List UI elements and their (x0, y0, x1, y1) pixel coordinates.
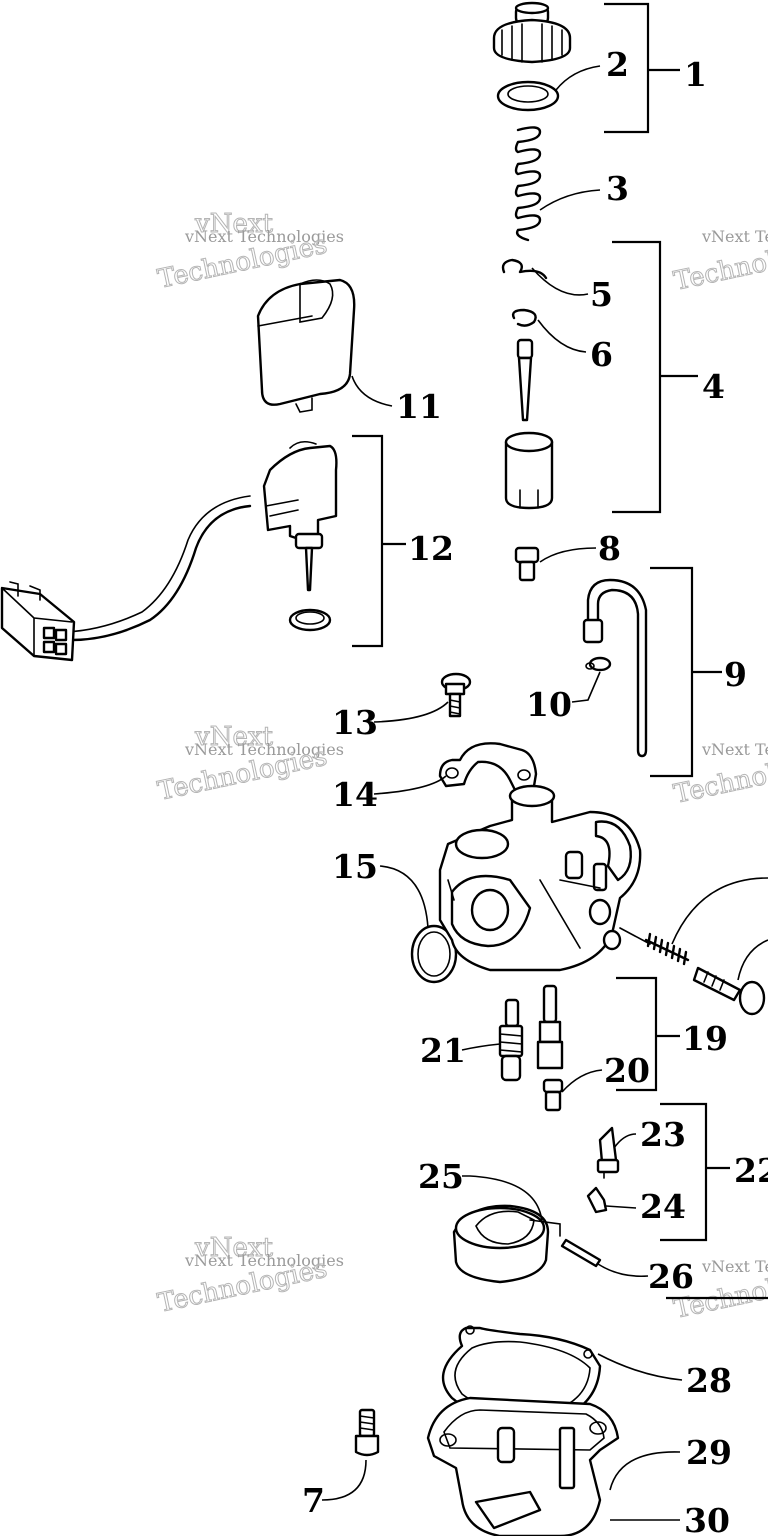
idle-screw-part (692, 966, 766, 1016)
float-part (452, 1204, 561, 1284)
watermark-text: vNext Technologies (184, 227, 344, 246)
watermark-text: vNext (194, 209, 273, 239)
callout-30: 30 (684, 1501, 730, 1536)
callout-24: 24 (640, 1187, 686, 1226)
callout-3: 3 (606, 169, 629, 208)
vent-tube-part (582, 578, 648, 758)
cap-gasket-part (496, 80, 560, 112)
callout-6: 6 (590, 335, 613, 374)
wire-plug-part (0, 581, 76, 662)
leader-lines (321, 65, 768, 1521)
callout-9: 9 (724, 655, 747, 694)
e-clip-part (511, 308, 537, 327)
callout-5: 5 (590, 275, 613, 314)
callout-8: 8 (598, 529, 621, 568)
jet-20-part (542, 1078, 564, 1112)
jet-needle-part (516, 338, 534, 422)
gasket-14-part (438, 742, 538, 794)
callout-20: 20 (604, 1051, 650, 1090)
float-pin-part (560, 1238, 602, 1268)
watermark-text: vNext Technologies (701, 740, 768, 759)
callout-21: 21 (420, 1031, 466, 1070)
bracket-22 (660, 1102, 730, 1242)
callout-26: 26 (648, 1257, 694, 1296)
callout-4: 4 (702, 367, 725, 406)
callout-2: 2 (606, 45, 629, 84)
oring-15-part (410, 924, 458, 984)
callout-1: 1 (684, 55, 707, 94)
spring-part (514, 126, 542, 242)
callout-28: 28 (686, 1361, 732, 1400)
carburetor-body-part (438, 784, 642, 972)
sensor-connector-part (262, 440, 338, 632)
auto-choke-cover-part (256, 278, 356, 413)
throttle-slide-part (504, 431, 554, 510)
callout-13: 13 (332, 703, 378, 742)
plug-part (514, 546, 540, 582)
hose-clamp-part (585, 656, 612, 672)
top-cap-part (492, 1, 572, 64)
callout-23: 23 (640, 1115, 686, 1154)
callout-22: 22 (734, 1151, 768, 1190)
callout-12: 12 (408, 529, 454, 568)
callout-11: 11 (396, 387, 442, 426)
watermark-text: vNext Technologies (184, 740, 344, 759)
screw-13-part (440, 672, 472, 718)
callout-19: 19 (682, 1019, 728, 1058)
watermark-right-1: vNext Technologies Technologies (671, 227, 768, 297)
bracket-1 (604, 2, 680, 134)
callout-14: 14 (332, 775, 378, 814)
needle-clip-part (501, 258, 548, 280)
bracket-19 (616, 976, 680, 1092)
watermark-left-3: vNext vNext Technologies Technologies (155, 1233, 344, 1320)
callout-7: 7 (302, 1481, 325, 1520)
watermark-text: vNext Technologies (184, 1251, 344, 1270)
callout-10: 10 (526, 685, 572, 724)
watermark-text: vNext (194, 1233, 273, 1263)
callout-25: 25 (418, 1157, 464, 1196)
idle-spring-part (619, 927, 690, 966)
bowl-screw-part (354, 1408, 380, 1457)
callout-labels: 2 1 3 5 6 4 11 12 8 9 10 13 14 15 19 21 … (302, 45, 768, 1536)
needle-clip-24-part (586, 1186, 608, 1214)
watermark-text: vNext Technologies (701, 1257, 768, 1276)
callout-15: 15 (332, 847, 378, 886)
watermark-left-2: vNext vNext Technologies Technologies (155, 722, 344, 808)
jet-19-part (536, 984, 564, 1070)
bracket-9 (650, 566, 722, 778)
watermark-text: vNext (194, 722, 273, 752)
watermark-text: vNext Technologies (701, 227, 768, 246)
sensor-wire-part (65, 495, 252, 642)
bracket-12 (352, 434, 406, 648)
float-needle-part (596, 1126, 620, 1179)
callout-29: 29 (686, 1433, 732, 1472)
jet-21-part (498, 998, 524, 1082)
bracket-4 (612, 240, 698, 514)
float-bowl-part (426, 1396, 620, 1536)
